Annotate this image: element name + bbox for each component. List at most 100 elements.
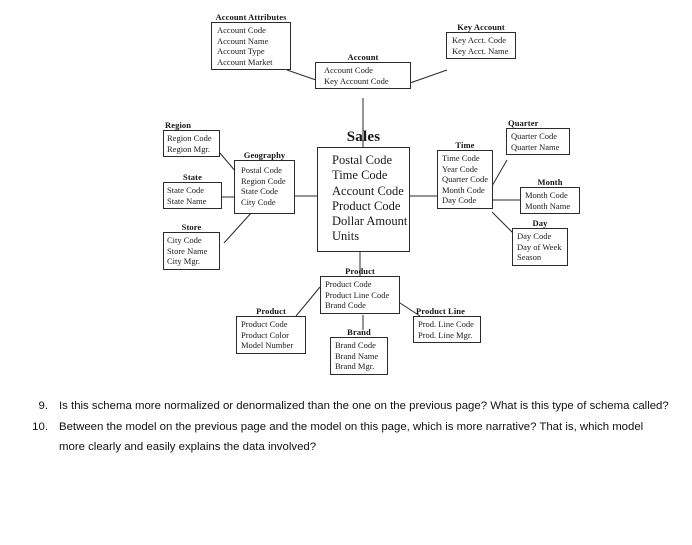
entity-attribute: State Code (167, 185, 205, 195)
entity-title: Key Account (457, 22, 505, 32)
entity-attribute-box: Account Code Key Account Code (315, 62, 411, 89)
entity-attribute-box: Product Code Product Line Code Brand Cod… (320, 276, 400, 314)
entity-attribute: Month Code (442, 184, 485, 195)
question-number: 10. (32, 420, 48, 433)
entity-attribute-box: City Code Store Name City Mgr. (163, 232, 220, 270)
entity-attribute: Key Account Code (324, 75, 389, 86)
entity-attribute: Quarter Code (442, 174, 489, 184)
link-product-product-line (399, 302, 421, 317)
entity-title: Time (455, 140, 475, 150)
entity-attribute: Dollar Amount (332, 214, 408, 229)
entity-attribute: Region Code (241, 175, 286, 186)
entity-attribute: Time Code (332, 168, 388, 183)
question-text: Between the model on the previous page a… (59, 420, 644, 454)
entity-attribute: Model Number (241, 340, 294, 350)
entity-attribute: Account Market (217, 56, 273, 67)
entity-attribute: Time Code (442, 153, 480, 163)
entity-attribute: Account Code (217, 25, 266, 35)
entity-title: Account Attributes (215, 12, 287, 22)
entity-product-detail: Product Product Code Product Color Model… (236, 306, 306, 354)
entity-attribute: Postal Code (241, 165, 282, 175)
entity-attribute: Key Acct. Code (452, 35, 507, 45)
entity-store: Store City Code Store Name City Mgr. (163, 222, 220, 270)
entity-attribute: State Name (167, 195, 207, 206)
entity-title: Product Line (416, 306, 465, 316)
entity-attribute-box: Account Code Account Name Account Type A… (211, 22, 291, 70)
entity-attribute: Account Name (217, 35, 269, 46)
entity-attribute: Quarter Name (511, 141, 560, 152)
entity-attribute: Month Name (525, 200, 571, 211)
entity-title: Product (345, 266, 375, 276)
entity-title: Month (537, 177, 563, 187)
entity-attribute-box: Time Code Year Code Quarter Code Month C… (437, 150, 493, 209)
entity-time: Time Time Code Year Code Quarter Code Mo… (437, 140, 493, 209)
entity-attribute: Product Code (332, 198, 401, 213)
entity-quarter: Quarter Quarter Code Quarter Name (506, 118, 570, 155)
entity-attribute: Postal Code (332, 153, 393, 167)
entity-attribute: City Mgr. (167, 256, 201, 266)
entity-title: Day (532, 218, 548, 228)
question-item-9: 9. Is this schema more normalized or den… (20, 396, 692, 417)
entity-attribute: Product Code (241, 319, 288, 329)
entity-title: Store (181, 222, 202, 232)
entity-product-line: Product Line Prod. Line Code Prod. Line … (413, 306, 481, 343)
entity-attribute: Product Line Code (325, 289, 390, 300)
entity-attribute: Quarter Code (511, 131, 558, 141)
entity-attribute-box: Region Code Region Mgr. (163, 130, 220, 157)
entity-attribute-box: Postal Code Time Code Account Code Produ… (317, 147, 410, 252)
entity-day: Day Day Code Day of Week Season (512, 218, 568, 266)
entity-attribute-box: Brand Code Brand Name Brand Mgr. (330, 337, 388, 375)
question-item-10: 10. Between the model on the previous pa… (20, 417, 692, 458)
entity-title: Region (165, 120, 192, 130)
link-product-product-detail (295, 286, 321, 317)
entity-attribute: Brand Name (335, 350, 379, 361)
entity-attribute: Season (517, 252, 542, 262)
entity-product-dimension: Product Product Code Product Line Code B… (320, 266, 400, 314)
entity-state: State State Code State Name (163, 172, 222, 209)
entity-title: Account (347, 52, 379, 62)
entity-title: Product (256, 306, 286, 316)
entity-attribute-box: Quarter Code Quarter Name (506, 128, 570, 155)
entity-attribute: Product Color (241, 329, 289, 340)
entity-brand: Brand Brand Code Brand Name Brand Mgr. (330, 327, 388, 375)
questions-list: 9. Is this schema more normalized or den… (0, 396, 692, 458)
entity-attribute: Year Code (442, 163, 478, 174)
entity-attribute: Store Name (167, 245, 208, 256)
entity-attribute-box: Key Acct. Code Key Acct. Name (446, 32, 516, 59)
link-time-day (491, 211, 514, 234)
entity-attribute: Key Acct. Name (452, 45, 509, 56)
entity-region: Region Region Code Region Mgr. (163, 120, 220, 157)
entity-key-account: Key Account Key Acct. Code Key Acct. Nam… (446, 22, 516, 59)
question-text: Is this schema more normalized or denorm… (59, 400, 669, 412)
entity-attribute: City Code (167, 235, 202, 245)
entity-title: Sales (346, 129, 381, 145)
entity-title: Brand (347, 327, 371, 337)
entity-attribute-box: State Code State Name (163, 182, 222, 209)
entity-attribute: State Code (241, 186, 279, 196)
entity-title: Quarter (508, 118, 539, 128)
entity-attribute: Brand Code (335, 340, 376, 350)
entity-title: State (183, 172, 202, 182)
entity-attribute: Day Code (517, 231, 552, 241)
entity-account: Account Account Code Key Account Code (315, 52, 411, 89)
entity-attribute: Brand Code (325, 300, 366, 310)
link-time-quarter (491, 159, 508, 187)
entity-attribute: Brand Mgr. (335, 361, 375, 371)
entity-attribute-box: Prod. Line Code Prod. Line Mgr. (413, 316, 481, 343)
sales-fact-table: Sales Postal Code Time Code Account Code… (317, 128, 410, 252)
link-account-attributes-account (286, 69, 317, 81)
entity-attribute-box: Month Code Month Name (520, 187, 580, 214)
link-store-geography (223, 211, 253, 244)
entity-attribute: Prod. Line Code (418, 319, 474, 329)
question-number: 9. (38, 400, 49, 412)
entity-geography: Geography Postal Code Region Code State … (234, 150, 295, 214)
entity-attribute-box: Postal Code Region Code State Code City … (234, 160, 295, 214)
entity-attribute-box: Day Code Day of Week Season (512, 228, 568, 266)
link-key-account-account (409, 69, 448, 84)
entity-attribute: Units (332, 229, 360, 244)
entity-attribute: Account Type (217, 46, 265, 56)
entity-attribute: Region Mgr. (167, 143, 210, 154)
entity-attribute: Day Code (442, 195, 477, 205)
entity-attribute: Account Code (332, 183, 404, 198)
entity-attribute: Account Code (324, 65, 373, 75)
